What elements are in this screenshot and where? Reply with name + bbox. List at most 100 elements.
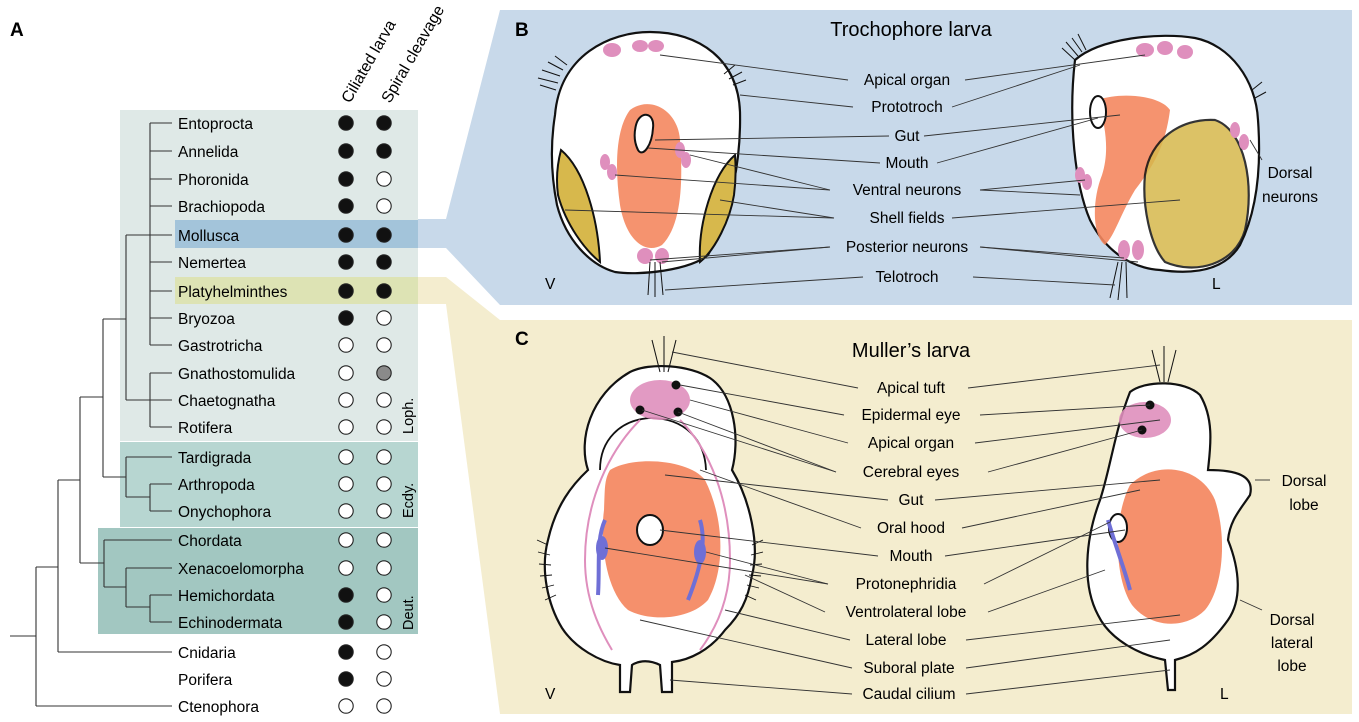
- spiral-cleavage-marker: [377, 420, 391, 434]
- apical-organ-neuron: [1136, 43, 1154, 57]
- spiral-cleavage-marker: [377, 255, 391, 269]
- spiral-cleavage-marker: [377, 699, 391, 713]
- view-label-ventral: V: [545, 276, 556, 293]
- taxon-label: Phoronida: [178, 172, 249, 189]
- label-dorsal-lobe-line1: Dorsal: [1282, 473, 1327, 490]
- ciliated-larva-marker: [339, 561, 353, 575]
- ventral-neuron: [607, 164, 617, 180]
- label-dorsal-neurons-line1: Dorsal: [1268, 165, 1313, 182]
- spiral-cleavage-marker: [377, 366, 391, 380]
- taxon-label: Gnathostomulida: [178, 366, 296, 383]
- taxon-label: Tardigrada: [178, 450, 252, 467]
- taxon-label: Xenacoelomorpha: [178, 561, 304, 578]
- apical-organ-neuron: [603, 43, 621, 57]
- label-mouth: Mouth: [885, 155, 928, 172]
- spiral-cleavage-marker: [377, 311, 391, 325]
- trochophore-lateral-mouth: [1090, 96, 1106, 128]
- label-caudal-cilium: Caudal cilium: [862, 686, 955, 703]
- view-label-ventral: V: [545, 686, 556, 703]
- posterior-neuron: [1132, 240, 1144, 260]
- ciliated-larva-marker: [339, 645, 353, 659]
- column-header-spiral-cleavage: Spiral cleavage: [379, 3, 448, 106]
- ciliated-larva-marker: [339, 450, 353, 464]
- spiral-cleavage-marker: [377, 116, 391, 130]
- ciliated-larva-marker: [339, 393, 353, 407]
- spiral-cleavage-marker: [377, 504, 391, 518]
- label-ventrolateral-lobe: Ventrolateral lobe: [846, 604, 967, 621]
- posterior-neuron: [1118, 240, 1130, 260]
- ciliated-larva-marker: [339, 228, 353, 242]
- label-oral-hood: Oral hood: [877, 520, 945, 537]
- apical-organ-neuron: [1157, 41, 1173, 55]
- apical-organ-neuron: [648, 40, 664, 52]
- label-dorsal-lateral-lobe-line2: lateral: [1271, 635, 1313, 652]
- ciliated-larva-marker: [339, 615, 353, 629]
- spiral-cleavage-marker: [377, 533, 391, 547]
- panel-c-letter: C: [515, 329, 529, 350]
- ciliated-larva-marker: [339, 116, 353, 130]
- label-gut: Gut: [899, 492, 925, 509]
- dorsal-neuron: [1239, 134, 1249, 150]
- taxon-label: Platyhelminthes: [178, 284, 288, 301]
- label-apical-organ: Apical organ: [868, 435, 954, 452]
- label-protonephridia: Protonephridia: [856, 576, 957, 593]
- lophotrochozoa-box: [120, 110, 418, 441]
- label-shell-fields: Shell fields: [870, 210, 945, 227]
- spiral-cleavage-marker: [377, 338, 391, 352]
- taxon-label: Cnidaria: [178, 645, 236, 662]
- ciliated-larva-marker: [339, 533, 353, 547]
- label-telotroch: Telotroch: [876, 269, 939, 286]
- ciliated-larva-marker: [339, 420, 353, 434]
- ciliated-larva-marker: [339, 338, 353, 352]
- spiral-cleavage-marker: [377, 477, 391, 491]
- spiral-cleavage-marker: [377, 645, 391, 659]
- ciliated-larva-marker: [339, 311, 353, 325]
- spiral-cleavage-marker: [377, 144, 391, 158]
- taxon-label: Bryozoa: [178, 311, 235, 328]
- spiral-cleavage-marker: [377, 672, 391, 686]
- ciliated-larva-marker: [339, 144, 353, 158]
- label-ventral-neurons: Ventral neurons: [853, 182, 962, 199]
- label-suboral-plate: Suboral plate: [863, 660, 954, 677]
- taxon-label: Porifera: [178, 672, 233, 689]
- taxon-label: Onychophora: [178, 504, 271, 521]
- taxon-label: Hemichordata: [178, 588, 275, 605]
- spiral-cleavage-marker: [377, 561, 391, 575]
- label-posterior-neurons: Posterior neurons: [846, 239, 969, 256]
- spiral-cleavage-marker: [377, 393, 391, 407]
- taxon-label: Arthropoda: [178, 477, 255, 494]
- label-lateral-lobe: Lateral lobe: [865, 632, 946, 649]
- label-prototroch: Prototroch: [871, 99, 943, 116]
- ciliated-larva-marker: [339, 366, 353, 380]
- label-dorsal-lateral-lobe-line1: Dorsal: [1270, 612, 1315, 629]
- spiral-cleavage-marker: [377, 228, 391, 242]
- muller-lateral-gut: [1118, 469, 1222, 623]
- clade-label-lophotrochozoa: Loph.: [401, 398, 417, 434]
- taxon-row: Ctenophora: [178, 699, 391, 716]
- spiral-cleavage-marker: [377, 199, 391, 213]
- protonephridium-right-bulb: [694, 540, 706, 564]
- taxon-label: Chordata: [178, 533, 242, 550]
- ciliated-larva-marker: [339, 504, 353, 518]
- shell-field-lateral: [1144, 120, 1248, 268]
- spiral-cleavage-marker: [377, 615, 391, 629]
- clade-label-deuterostomia: Deut.: [401, 595, 417, 630]
- posterior-neuron: [637, 248, 653, 264]
- label-dorsal-lobe-line2: lobe: [1289, 497, 1318, 514]
- ciliated-larva-marker: [339, 672, 353, 686]
- label-apical-organ: Apical organ: [864, 72, 950, 89]
- epidermal-eye: [672, 381, 681, 390]
- taxon-label: Ctenophora: [178, 699, 259, 716]
- view-label-lateral: L: [1220, 686, 1229, 703]
- ciliated-larva-marker: [339, 477, 353, 491]
- panel-a-letter: A: [10, 20, 24, 41]
- taxon-label: Mollusca: [178, 228, 240, 245]
- taxon-row: Cnidaria: [178, 645, 391, 662]
- apical-organ-neuron: [632, 40, 648, 52]
- taxon-label: Annelida: [178, 144, 239, 161]
- label-cerebral-eyes: Cerebral eyes: [863, 464, 960, 481]
- panel-b-title: Trochophore larva: [830, 19, 992, 41]
- panel-c-title: Muller’s larva: [852, 340, 971, 362]
- label-gut: Gut: [895, 128, 921, 145]
